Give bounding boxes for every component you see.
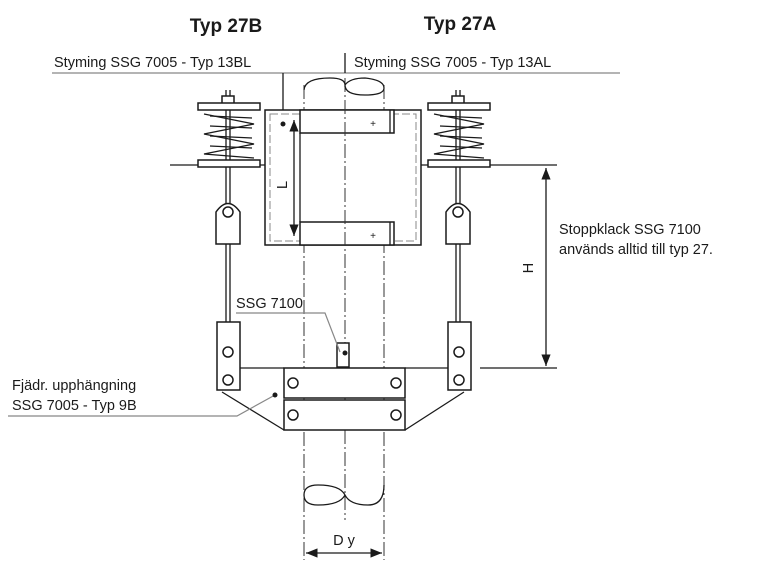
note-stoppklack-line1: Stoppklack SSG 7100 <box>559 222 701 238</box>
guide-assembly: + + <box>264 100 422 250</box>
spring-hanger-right <box>427 90 491 328</box>
label-guide-13bl: Styming SSG 7005 - Typ 13BL <box>54 55 251 71</box>
title-typ-27b: Typ 27B <box>190 16 263 37</box>
label-spring-hanger-line2: SSG 7005 - Typ 9B <box>12 398 137 414</box>
label-guide-13al: Styming SSG 7005 - Typ 13AL <box>354 55 551 71</box>
svg-text:+: + <box>370 119 376 130</box>
ssg-7100-leader <box>236 312 341 353</box>
label-spring-hanger-line1: Fjädr. upphängning <box>12 378 136 394</box>
pipe-clamp-assembly <box>216 321 472 431</box>
note-stoppklack-line2: används alltid till typ 27. <box>559 242 713 258</box>
dimension-h-label: H <box>521 263 537 273</box>
label-ssg-7100: SSG 7100 <box>236 296 303 312</box>
dimension-l-label: L <box>275 181 291 189</box>
spring-hanger-leader <box>8 394 276 417</box>
spring-hanger-left <box>197 90 261 328</box>
dimension-dy-label: D y <box>333 533 356 549</box>
title-typ-27a: Typ 27A <box>424 14 497 35</box>
svg-text:+: + <box>370 231 376 242</box>
